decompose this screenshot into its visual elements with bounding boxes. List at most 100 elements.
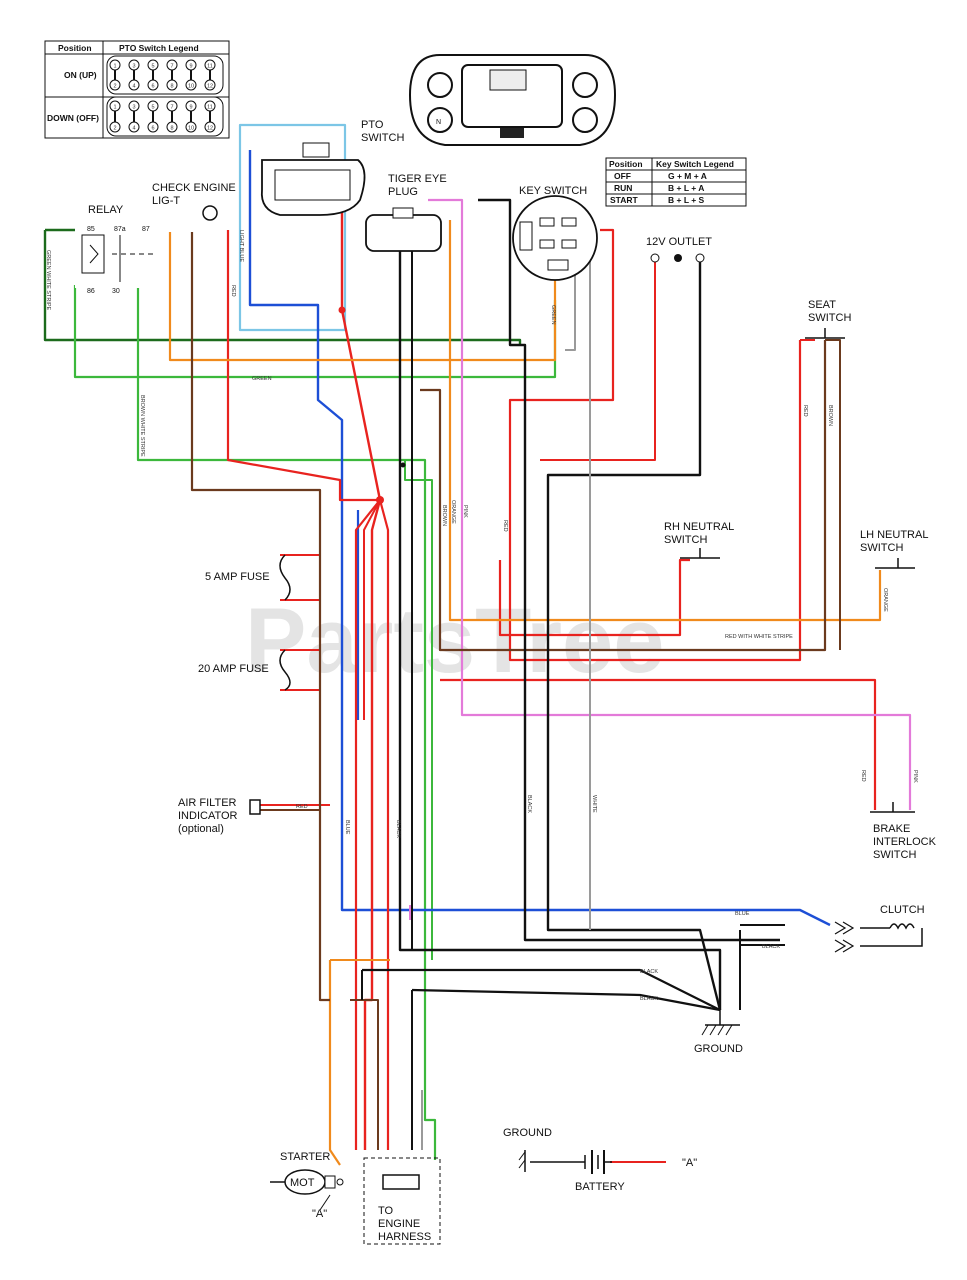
clutch-label: CLUTCH	[880, 904, 925, 916]
pto-legend-pin-number: 10	[188, 84, 194, 90]
battery	[518, 1150, 612, 1174]
wire-label-red-mid: RED	[502, 520, 508, 532]
pto-legend-pin-number: 2	[113, 126, 116, 132]
pto-switch-legend: Position PTO Switch Legend ON (UP) DOWN …	[44, 40, 230, 139]
key-legend-start: START	[610, 195, 639, 205]
wire-label-green: GREEN	[252, 376, 272, 382]
pto-legend-pin-number: 4	[132, 84, 135, 90]
wire-pink	[428, 198, 912, 810]
pto-legend-pin	[166, 59, 178, 71]
wire-label-white-vertical: WHITE	[591, 795, 597, 813]
pto-legend-row-down: DOWN (OFF)	[47, 113, 99, 123]
wires	[43, 123, 912, 1166]
starter-motor	[270, 1169, 344, 1211]
pto-legend-pin	[147, 100, 159, 112]
pto-legend-pin-number: 9	[189, 64, 192, 70]
pto-legend-pin	[204, 121, 216, 133]
wire-label-green-vertical: GREEN	[550, 305, 556, 325]
pto-legend-pin	[109, 121, 121, 133]
tiger-eye-plug	[365, 207, 442, 252]
wire-label-black-vertical-2: BLACK	[395, 820, 401, 838]
pto-legend-pin-number: 3	[132, 105, 135, 111]
pto-switch-connector	[260, 142, 366, 216]
svg-text:N: N	[436, 119, 441, 126]
pto-legend-pin	[147, 79, 159, 91]
wire-label-red: RED	[296, 804, 308, 810]
pto-legend-pin	[204, 100, 216, 112]
pto-legend-pin-number: 6	[151, 84, 154, 90]
key-legend-off: OFF	[614, 171, 631, 181]
relay-pin-85: 85	[87, 226, 95, 233]
watermark: PartsTree	[245, 590, 664, 692]
pto-legend-pin	[204, 59, 216, 71]
wire-label-blue: BLUE	[735, 911, 750, 917]
battery-label: BATTERY	[575, 1181, 625, 1193]
fuse-5-amp	[279, 554, 291, 601]
key-switch-legend: Position Key Switch Legend OFF G + M + A…	[605, 157, 747, 207]
air-filter-indicator	[249, 799, 261, 815]
pto-legend-pin-number: 2	[113, 84, 116, 90]
dashboard-display: N	[408, 54, 617, 146]
starter-a-label: "A"	[312, 1208, 327, 1220]
key-legend-title: Key Switch Legend	[656, 159, 734, 169]
outlet-12v	[650, 253, 705, 263]
pto-legend-pin-number: 6	[151, 126, 154, 132]
pto-legend-pin	[185, 59, 197, 71]
pto-legend-pin	[128, 121, 140, 133]
pto-legend-row-on: ON (UP)	[64, 70, 97, 80]
pto-legend-pin	[147, 59, 159, 71]
pto-legend-pin	[185, 100, 197, 112]
wire-label-orange-mid: ORANGE	[450, 500, 456, 524]
wire-label-light-blue: LIGHT BLUE	[238, 230, 244, 262]
pto-legend-pin-number: 1	[113, 105, 116, 111]
wire-label-black-2: BLACK	[640, 969, 658, 975]
relay-pin-86: 86	[87, 288, 95, 295]
brake-interlock-switch	[870, 802, 915, 813]
key-switch	[512, 195, 598, 281]
pto-legend-pin-number: 5	[151, 64, 154, 70]
pto-legend-pin-number: 8	[170, 84, 173, 90]
pto-legend-pin-number: 11	[207, 105, 213, 111]
fuse-20-amp	[279, 649, 291, 691]
pto-legend-pin	[128, 59, 140, 71]
starter-label: STARTER	[280, 1151, 330, 1163]
wire-label-green-white: GREEN WHITE STRIPE	[45, 250, 51, 311]
pto-legend-pin-number: 7	[170, 105, 173, 111]
wire-blue	[248, 150, 831, 927]
pto-legend-pin-number: 12	[207, 126, 213, 132]
wire-label-black-vertical: BLACK	[526, 795, 532, 813]
pto-legend-pin-number: 11	[207, 64, 213, 70]
pto-legend-pin	[109, 79, 121, 91]
seat-switch	[805, 328, 845, 339]
wire-label-brown-white: BROWN WHITE STRIPE	[139, 395, 145, 457]
pto-legend-pin	[109, 100, 121, 112]
relay-label: RELAY	[88, 204, 124, 216]
pto-legend-pin-number: 12	[207, 84, 213, 90]
wire-label-red-vertical: RED	[230, 285, 236, 297]
pto-legend-pin	[166, 121, 178, 133]
pto-legend-pin-number: 7	[170, 64, 173, 70]
ground-label: GROUND	[694, 1043, 743, 1055]
clutch	[834, 921, 923, 953]
wire-label-black-3: BLACK	[640, 996, 658, 1002]
pto-legend-pin	[204, 79, 216, 91]
lh-neutral-switch	[875, 558, 915, 569]
pto-legend-pin-number: 9	[189, 105, 192, 111]
key-legend-start-value: B + L + S	[668, 195, 705, 205]
pto-legend-pin-number: 4	[132, 126, 135, 132]
pto-legend-title: PTO Switch Legend	[119, 43, 199, 53]
pto-legend-position-header: Position	[58, 43, 92, 53]
wire-label-brown-mid: BROWN	[441, 505, 447, 526]
ground-symbol	[701, 1010, 740, 1036]
battery-a-label: "A"	[682, 1157, 697, 1169]
key-legend-run-value: B + L + A	[668, 183, 704, 193]
pto-legend-pin	[128, 100, 140, 112]
pto-legend-connector-outline	[106, 55, 224, 95]
